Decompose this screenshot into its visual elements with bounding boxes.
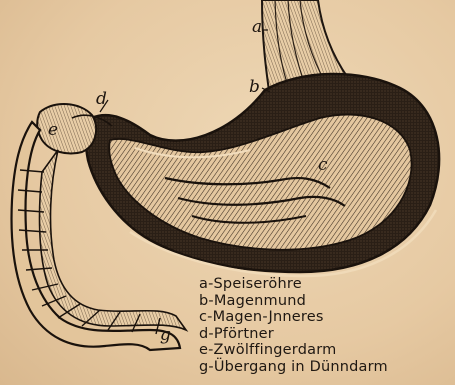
marker-g: g	[160, 325, 171, 345]
marker-lines	[100, 30, 270, 112]
marker-b: b	[249, 77, 260, 97]
legend-item-b: b-Magenmund	[199, 293, 388, 310]
legend-item-a: a-Speiseröhre	[199, 276, 388, 293]
marker-e: e	[48, 120, 58, 140]
legend-item-d: d-Pförtner	[199, 326, 388, 343]
marker-d: d	[96, 89, 107, 109]
legend: a-Speiseröhre b-Magenmund c-Magen-Jnnere…	[199, 276, 388, 376]
marker-a: a	[252, 17, 262, 37]
legend-item-g: g-Übergang in Dünndarm	[199, 359, 388, 376]
legend-item-c: c-Magen-Jnneres	[199, 309, 388, 326]
marker-c: c	[318, 155, 328, 175]
legend-item-e: e-Zwölffingerdarm	[199, 342, 388, 359]
stomach-body	[86, 74, 439, 276]
